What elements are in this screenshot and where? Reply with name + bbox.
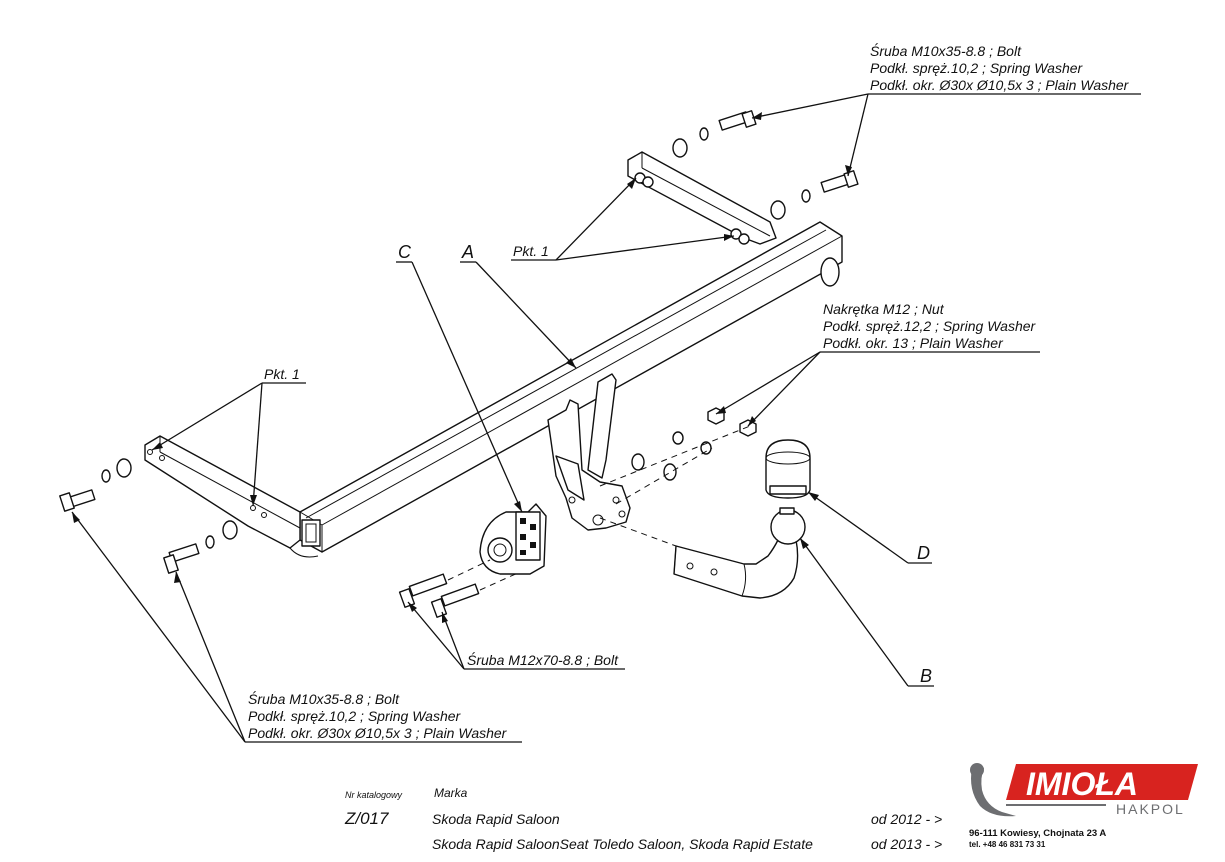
callout-line: Śruba M10x35-8.8 ; Bolt — [248, 690, 400, 707]
brand-header: Marka — [434, 786, 468, 800]
callout-line: Pkt. 1 — [513, 243, 549, 259]
callout-pkt-left: Pkt. 1 — [151, 366, 306, 507]
socket-plate — [479, 503, 547, 575]
callout-line: Podkł. spręż.12,2 ; Spring Washer — [823, 318, 1037, 334]
right-bracket — [627, 151, 777, 245]
callout-line: Podkł. spręż.10,2 ; Spring Washer — [248, 708, 462, 724]
callout-line: Podkł. okr. 13 ; Plain Washer — [823, 335, 1004, 351]
catalog-number: Z/017 — [345, 809, 389, 828]
left-bolts — [59, 458, 238, 574]
logo-sub: HAKPOL — [1116, 801, 1185, 817]
crossbar-tube — [299, 221, 843, 553]
logo-name: IMIOŁA — [1026, 766, 1138, 802]
part-b-label: B — [920, 666, 932, 686]
m12-bolts — [398, 559, 521, 618]
model-row-2: Skoda Rapid SaloonSeat Toledo Saloon, Sk… — [432, 836, 813, 852]
callout-part-c: C — [396, 242, 523, 513]
imiola-logo: IMIOŁA HAKPOL — [970, 763, 1198, 817]
callout-line: Śruba M12x70-8.8 ; Bolt — [467, 651, 619, 668]
callout-bolt-m12: Śruba M12x70-8.8 ; Bolt — [407, 601, 625, 670]
catalog-header: Nr katalogowy — [345, 790, 403, 800]
date-row-1: od 2012 - > — [871, 811, 943, 827]
model-row-1: Skoda Rapid Saloon — [432, 811, 560, 827]
callout-line: Podkł. okr. Ø30x Ø10,5x 3 ; Plain Washer — [248, 725, 508, 741]
part-a-label: A — [461, 242, 474, 262]
company-address: 96-111 Kowiesy, Chojnata 23 A — [969, 828, 1107, 839]
callout-bolt-bottom: Śruba M10x35-8.8 ; Bolt Podkł. spręż.10,… — [71, 511, 522, 743]
ball-cap — [765, 439, 811, 499]
date-row-2: od 2013 - > — [871, 836, 943, 852]
callout-line: Nakrętka M12 ; Nut — [823, 301, 945, 317]
company-phone: tel. +48 46 831 73 31 — [969, 840, 1046, 849]
callout-part-b: B — [799, 537, 934, 687]
top-bolts — [672, 110, 859, 220]
callout-line: Śruba M10x35-8.8 ; Bolt — [870, 42, 1022, 59]
part-c-label: C — [398, 242, 412, 262]
callout-line: Podkł. spręż.10,2 ; Spring Washer — [870, 60, 1084, 76]
callout-bolt-top: Śruba M10x35-8.8 ; Bolt Podkł. spręż.10,… — [751, 42, 1141, 177]
towball — [599, 507, 806, 599]
callout-line: Podkł. okr. Ø30x Ø10,5x 3 ; Plain Washer — [870, 77, 1130, 93]
part-d-label: D — [917, 543, 930, 563]
callout-line: Pkt. 1 — [264, 366, 300, 382]
left-bracket — [144, 435, 319, 558]
m12-nuts — [599, 407, 757, 505]
callout-nut: Nakrętka M12 ; Nut Podkł. spręż.12,2 ; S… — [715, 301, 1040, 427]
callout-part-d: D — [807, 491, 932, 564]
mounting-plate — [547, 373, 631, 531]
callout-part-a: A — [460, 242, 577, 369]
callout-pkt-top: Pkt. 1 — [511, 177, 735, 261]
